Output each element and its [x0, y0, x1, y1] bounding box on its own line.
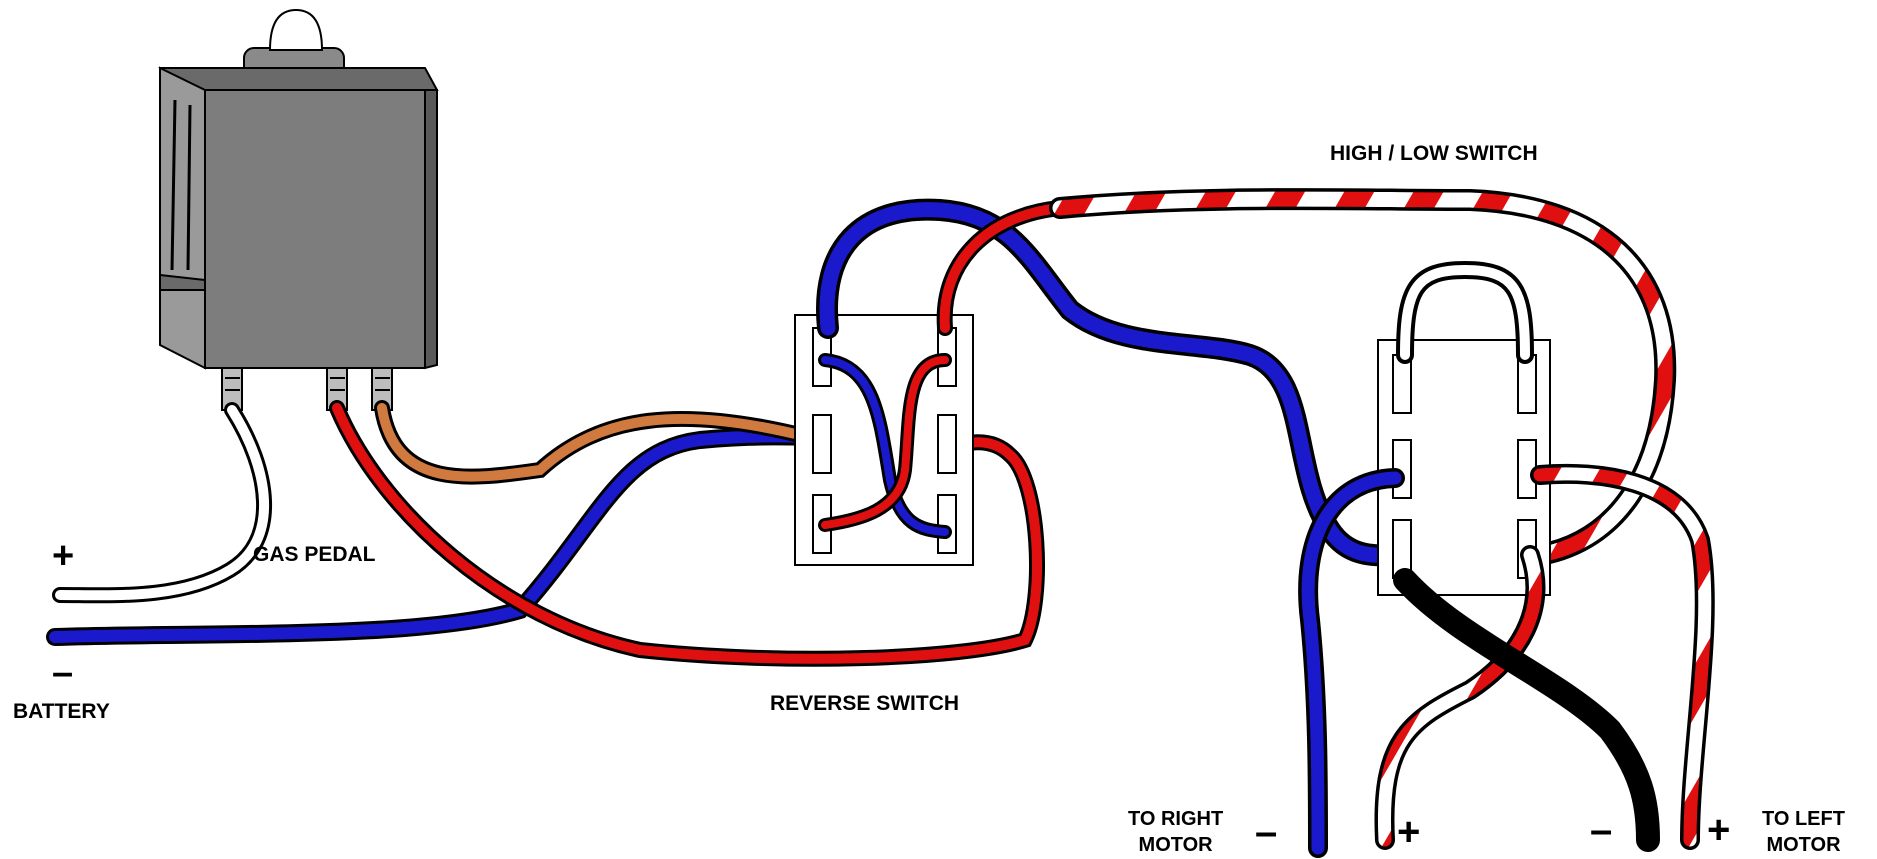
battery-label: BATTERY — [13, 700, 110, 723]
left-motor-label-line1: TO LEFT — [1762, 808, 1845, 830]
right-motor-label: TO RIGHT MOTOR — [1128, 806, 1223, 858]
motor-wires — [1298, 463, 1715, 858]
left-motor-minus-symbol: – — [1590, 808, 1613, 852]
left-motor-label: TO LEFT MOTOR — [1762, 806, 1845, 858]
reverse-switch-label: REVERSE SWITCH — [770, 692, 960, 715]
right-motor-label-line1: TO RIGHT — [1128, 808, 1224, 830]
gas-pedal — [158, 8, 439, 411]
right-motor-plus-symbol: + — [1397, 810, 1421, 854]
reverse-switch — [794, 314, 974, 566]
left-wires — [46, 400, 1045, 667]
left-motor-plus-symbol: + — [1707, 808, 1731, 852]
gas-pedal-label: GAS PEDAL — [253, 543, 376, 566]
battery-minus-symbol: – — [52, 652, 74, 694]
high-low-switch-label: HIGH / LOW SWITCH — [1330, 142, 1538, 165]
right-motor-minus-symbol: – — [1255, 810, 1278, 854]
right-motor-label-line2: MOTOR — [1138, 834, 1213, 856]
battery-plus-symbol: + — [52, 535, 75, 577]
left-motor-label-line2: MOTOR — [1766, 834, 1841, 856]
high-low-switch — [1377, 260, 1551, 596]
